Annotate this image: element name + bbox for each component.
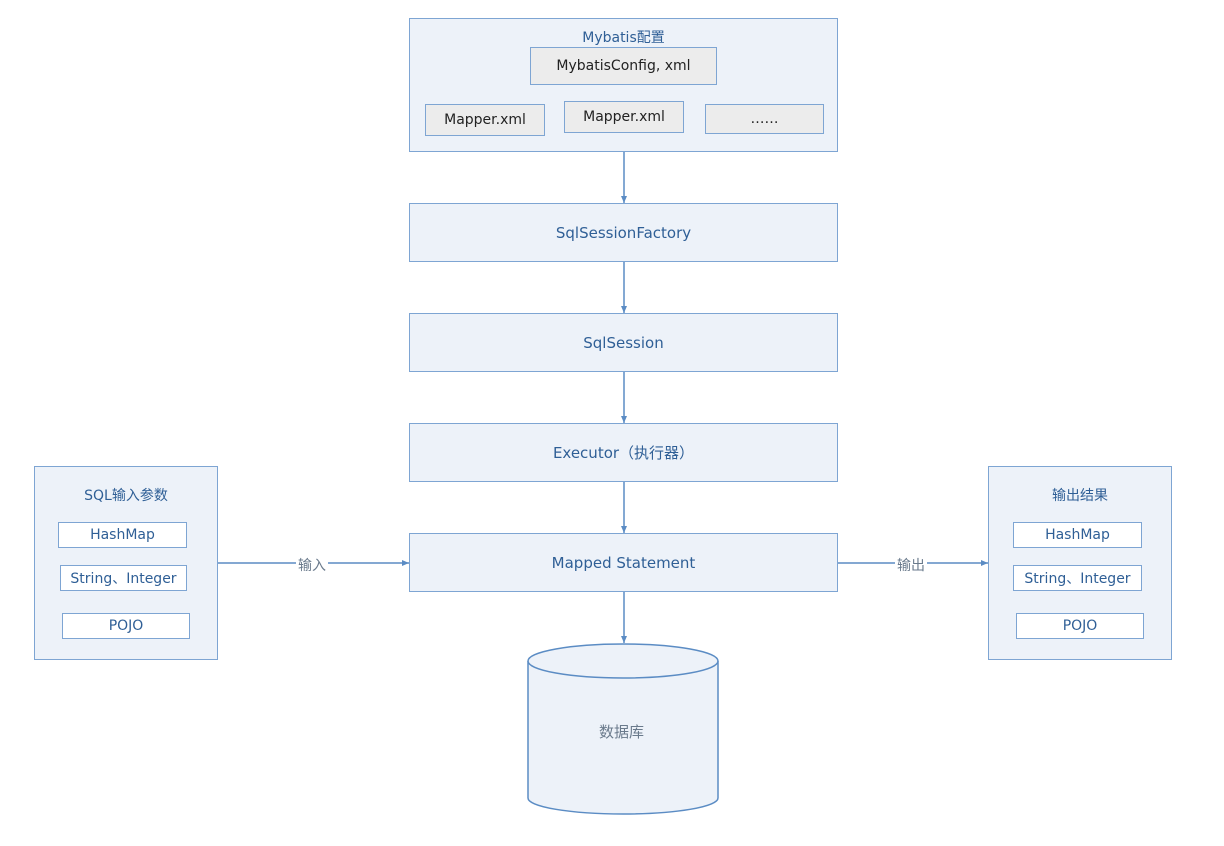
output-item-pojo: POJO — [1016, 613, 1144, 639]
output-result-title: 输出结果 — [1052, 488, 1108, 504]
mapper-file-more: …… — [705, 104, 824, 134]
database-label: 数据库 — [599, 723, 645, 741]
sql-input-params-title: SQL输入参数 — [84, 488, 168, 504]
input-item-string-integer: String、Integer — [60, 565, 187, 591]
sql-session-factory: SqlSessionFactory — [409, 203, 838, 262]
output-edge-label: 输出 — [895, 555, 927, 575]
output-item-string-integer: String、Integer — [1013, 565, 1142, 591]
input-edge-label: 输入 — [296, 555, 328, 575]
output-item-hashmap: HashMap — [1013, 522, 1142, 548]
mybatis-config-file: MybatisConfig, xml — [530, 47, 717, 85]
executor: Executor（执行器） — [409, 423, 838, 482]
input-item-hashmap: HashMap — [58, 522, 187, 548]
database-cylinder — [527, 643, 719, 815]
input-item-pojo: POJO — [62, 613, 190, 639]
sql-session: SqlSession — [409, 313, 838, 372]
mapped-statement: Mapped Statement — [409, 533, 838, 592]
mapper-file-1: Mapper.xml — [425, 104, 545, 136]
mapper-file-2: Mapper.xml — [564, 101, 684, 133]
mybatis-config-title: Mybatis配置 — [582, 30, 665, 46]
